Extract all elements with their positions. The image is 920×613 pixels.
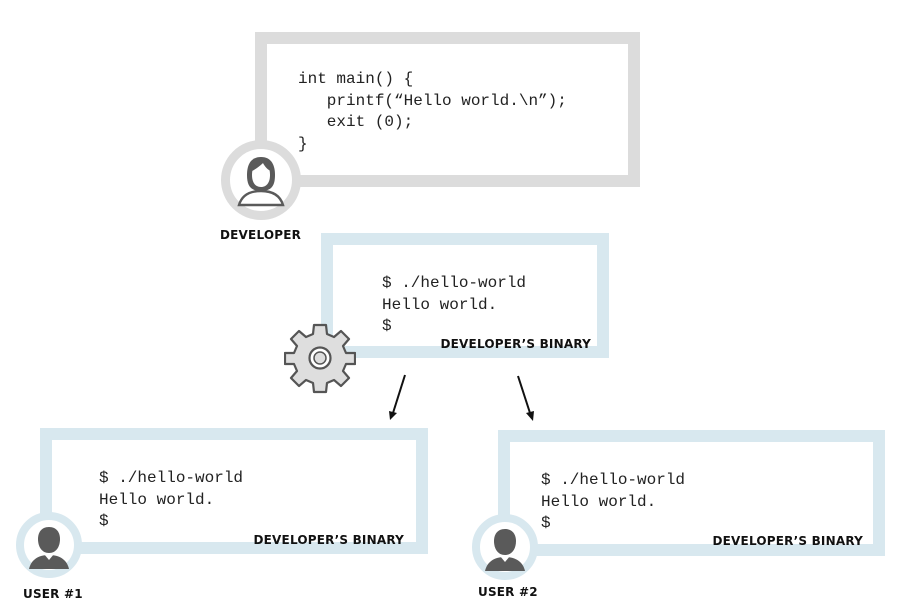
- terminal-line: Hello world.: [382, 295, 498, 314]
- user2-label: USER #2: [478, 585, 538, 599]
- person-icon: [485, 529, 525, 571]
- arrow-down-icon: [517, 375, 534, 421]
- user2-binary-box: $ ./hello-world Hello world. $ DEVELOPER…: [498, 430, 885, 556]
- terminal-line: $: [541, 514, 551, 532]
- gear-icon: [284, 323, 356, 394]
- terminal-line: $ ./hello-world: [99, 469, 244, 487]
- user1-avatar: [16, 512, 82, 578]
- terminal-output: $ ./hello-world Hello world. $: [99, 468, 243, 533]
- terminal-line: $: [99, 512, 109, 530]
- user1-label: USER #1: [23, 587, 83, 601]
- code-line: }: [298, 134, 308, 153]
- female-person-icon: [237, 157, 285, 207]
- code-line: exit (0);: [298, 113, 414, 131]
- binary-tag: DEVELOPER’S BINARY: [253, 533, 404, 547]
- arrow-down-icon: [389, 374, 406, 420]
- terminal-output: $ ./hello-world Hello world. $: [382, 273, 526, 338]
- terminal-line: $ ./hello-world: [382, 274, 527, 292]
- terminal-line: Hello world.: [99, 490, 215, 509]
- code-line: printf(“Hello world.\n”);: [298, 91, 567, 110]
- developer-avatar: [221, 140, 301, 220]
- terminal-line: Hello world.: [541, 492, 657, 511]
- source-code: int main() { printf(“Hello world.\n”); e…: [298, 69, 567, 155]
- terminal-output: $ ./hello-world Hello world. $: [541, 470, 685, 535]
- user2-avatar: [472, 514, 538, 580]
- code-line: int main() {: [298, 70, 414, 88]
- person-icon: [29, 527, 69, 569]
- terminal-line: $: [382, 317, 392, 335]
- terminal-line: $ ./hello-world: [541, 471, 686, 489]
- source-code-box: int main() { printf(“Hello world.\n”); e…: [255, 32, 640, 187]
- user1-binary-box: $ ./hello-world Hello world. $ DEVELOPER…: [40, 428, 428, 554]
- developer-label: DEVELOPER: [220, 228, 302, 242]
- developer-binary-box: $ ./hello-world Hello world. $ DEVELOPER…: [321, 233, 609, 358]
- binary-tag: DEVELOPER’S BINARY: [440, 337, 591, 351]
- binary-tag: DEVELOPER’S BINARY: [712, 534, 863, 548]
